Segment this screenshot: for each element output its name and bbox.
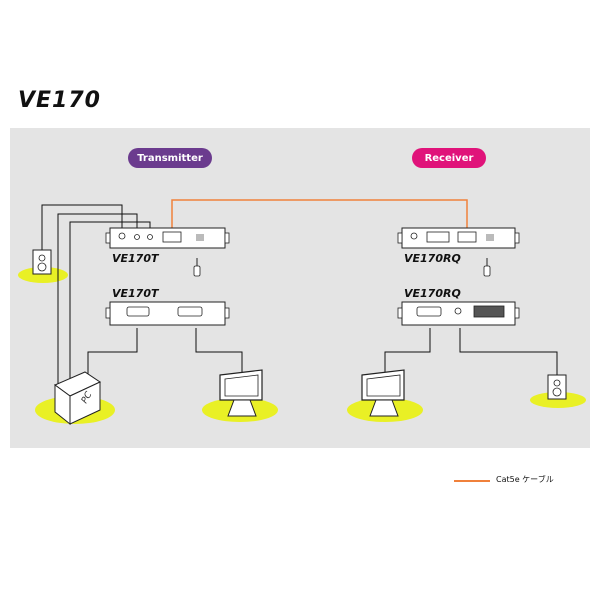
receiver-unit-top <box>397 227 520 249</box>
transmitter-unit-top <box>105 227 230 249</box>
transmitter-model-label-top: VE170T <box>112 252 159 265</box>
power-plug-tx <box>193 258 201 277</box>
pc-tower <box>54 371 102 426</box>
speaker-right <box>547 374 567 400</box>
cat5e-cable <box>171 199 468 228</box>
audio-cable-to-left-speaker <box>41 204 123 258</box>
receiver-model-label-top: VE170RQ <box>404 252 461 265</box>
legend-cable-swatch <box>454 480 490 482</box>
monitor-left <box>219 369 263 417</box>
transmitter-badge: Transmitter <box>128 148 212 168</box>
page-title: VE170 <box>18 88 101 113</box>
receiver-badge: Receiver <box>412 148 486 168</box>
speaker-right-floor <box>530 392 586 408</box>
legend-cable-label: Cat5e ケーブル <box>496 475 554 484</box>
monitor-right <box>361 369 405 417</box>
audio-cable-tx-2 <box>69 221 151 385</box>
vga-cable-pc <box>87 328 138 385</box>
speaker-left <box>32 249 52 275</box>
receiver-model-label-bottom: VE170RQ <box>404 287 461 300</box>
audio-cable-right-speaker <box>459 328 558 375</box>
vga-cable-monitor-right <box>384 328 431 378</box>
speaker-left-floor <box>18 267 68 283</box>
diagram-panel <box>10 128 590 448</box>
vga-cable-monitor-left <box>195 328 243 385</box>
receiver-unit-bottom <box>397 301 520 326</box>
transmitter-unit-bottom <box>105 301 230 326</box>
power-plug-rx <box>483 258 491 277</box>
transmitter-model-label-bottom: VE170T <box>112 287 159 300</box>
